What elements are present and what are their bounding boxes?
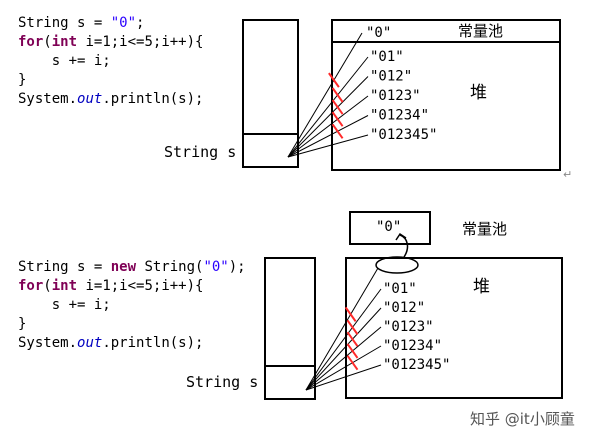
top-code-line: System.out.println(s);: [18, 90, 203, 109]
top-code-token: out: [77, 91, 103, 107]
bottom-cross-mark: [346, 355, 359, 371]
bottom-pointer-line: [305, 326, 382, 391]
top-code-line: s += i;: [18, 52, 203, 71]
top-code-token: s += i;: [18, 53, 111, 69]
bottom-code-line: s += i;: [18, 296, 246, 315]
top-pointer-line: [287, 115, 369, 158]
top-cross-mark: [331, 87, 344, 103]
bottom-code-token: for: [18, 278, 44, 294]
top-pointer-line: [287, 95, 369, 158]
top-code-block: String s = "0";for(int i=1;i<=5;i++){ s …: [18, 14, 203, 109]
top-pointer-lines: [287, 32, 369, 158]
bottom-code-token: int: [51, 278, 78, 294]
bottom-pointer-line: [305, 345, 382, 391]
bottom-pool-box: [349, 211, 431, 245]
bottom-code-block: String s = new String("0");for(int i=1;i…: [18, 258, 246, 353]
bottom-pointer-lines: [305, 267, 382, 391]
bottom-pool-string: "0": [376, 219, 402, 235]
bottom-heap-label: 堆: [473, 277, 490, 297]
bottom-heap-string: "01": [383, 281, 417, 297]
top-var-label: String s: [164, 143, 237, 161]
top-heap-strings: "01" "012" "0123" "01234" "012345": [370, 49, 437, 143]
bottom-code-line: }: [18, 315, 246, 334]
top-cross-mark: [331, 111, 344, 127]
top-pool-string: "0": [366, 25, 392, 41]
bottom-crossed-out-marks: [344, 306, 359, 371]
bottom-cross-mark: [346, 343, 359, 359]
top-cross-mark: [328, 72, 340, 88]
top-heap-string: "01234": [370, 108, 429, 124]
bottom-pointer-line: [305, 307, 382, 391]
top-heap-string: "012345": [370, 127, 437, 143]
top-code-token: (: [43, 34, 52, 50]
top-pointer-line: [287, 134, 369, 158]
top-return-mark: ↵: [563, 168, 573, 181]
bottom-cross-mark: [346, 319, 359, 335]
top-code-line: }: [18, 71, 203, 90]
bottom-code-token: .println(s);: [102, 335, 204, 351]
top-heap-string: "012": [370, 69, 412, 85]
bottom-code-token: new: [110, 259, 137, 275]
bottom-code-token: System.: [18, 335, 78, 351]
bottom-pointer-line: [305, 364, 382, 391]
watermark: 知乎 @it小顾童: [470, 410, 575, 428]
top-code-token: ;: [136, 15, 145, 31]
bottom-cross-mark: [344, 306, 357, 322]
bottom-code-token: String s =: [18, 259, 111, 275]
bottom-ellipse-to-pool-arrow: [399, 234, 409, 258]
top-code-token: i=1;i<=5;i++){: [77, 34, 204, 50]
top-code-line: for(int i=1;i<=5;i++){: [18, 33, 203, 52]
bottom-cross-mark: [346, 331, 359, 347]
bottom-code-token: i=1;i<=5;i++){: [77, 278, 204, 294]
top-code-token: .println(s);: [102, 91, 204, 107]
bottom-code-line: for(int i=1;i<=5;i++){: [18, 277, 246, 296]
top-heap-string: "01": [370, 49, 404, 65]
top-pointer-line: [287, 32, 363, 158]
bottom-pointer-line: [305, 267, 379, 391]
bottom-heap-string: "01234": [383, 338, 442, 354]
bottom-heap-string: "012": [383, 300, 425, 316]
bottom-heap-string: "012345": [383, 357, 450, 373]
top-code-line: String s = "0";: [18, 14, 203, 33]
top-code-token: int: [51, 34, 78, 50]
bottom-code-token: s += i;: [18, 297, 111, 313]
bottom-code-token: out: [77, 335, 103, 351]
top-code-token: String s =: [18, 15, 111, 31]
bottom-heap-string: "0123": [383, 319, 434, 335]
top-code-token: System.: [18, 91, 78, 107]
bottom-heap-strings: "01" "012" "0123" "01234" "012345": [383, 281, 450, 373]
top-cross-mark: [331, 99, 344, 115]
top-code-token: }: [18, 72, 27, 88]
bottom-arrow-head: [395, 232, 407, 241]
bottom-pool-label: 常量池: [462, 220, 508, 238]
top-crossed-out-marks: [328, 72, 344, 139]
top-heap-string: "0123": [370, 88, 421, 104]
top-code-token: "0": [110, 15, 137, 31]
bottom-stack-frame: [264, 257, 316, 400]
bottom-code-line: System.out.println(s);: [18, 334, 246, 353]
top-stack-frame: [242, 19, 299, 168]
bottom-heap-box: [345, 257, 563, 399]
bottom-code-token: "0": [203, 259, 229, 275]
bottom-var-label: String s: [186, 373, 259, 391]
top-pool-label: 常量池: [458, 22, 504, 40]
top-code-token: for: [18, 34, 44, 50]
bottom-new-string-object: [375, 256, 419, 274]
bottom-code-token: (: [43, 278, 52, 294]
top-heap-box: [331, 19, 561, 171]
bottom-code-token: }: [18, 316, 27, 332]
bottom-code-line: String s = new String("0");: [18, 258, 246, 277]
bottom-code-token: String(: [136, 259, 204, 275]
top-cross-mark: [331, 123, 344, 139]
top-pointer-line: [287, 76, 369, 158]
bottom-code-token: );: [228, 259, 246, 275]
top-pointer-line: [287, 56, 369, 158]
top-heap-label: 堆: [470, 83, 487, 103]
bottom-pointer-line: [305, 288, 382, 391]
